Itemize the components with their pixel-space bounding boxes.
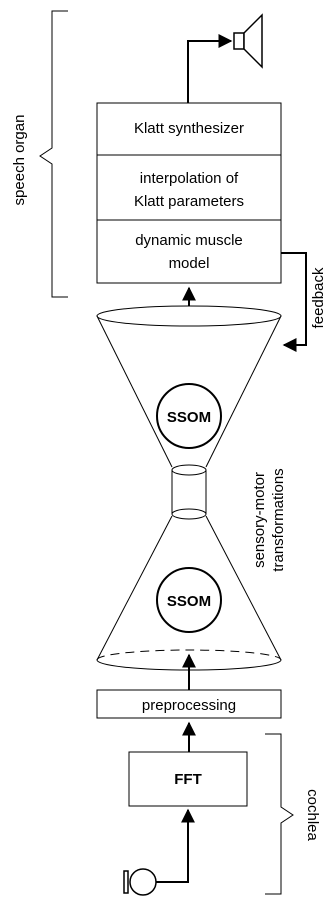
fft-label: FFT bbox=[174, 771, 202, 788]
ssom-lower-label: SSOM bbox=[167, 593, 211, 610]
speech-organ-bracket bbox=[39, 10, 68, 298]
ssom-upper-node: SSOM bbox=[156, 383, 222, 449]
transformations-label-line2: transformations bbox=[270, 468, 287, 571]
preprocessing-box bbox=[96, 689, 282, 719]
cochlea-bracket bbox=[265, 733, 294, 895]
cochlea-label: cochlea bbox=[304, 789, 321, 841]
loudspeaker-icon bbox=[233, 13, 263, 69]
feedback-arrow bbox=[281, 252, 307, 352]
output-arrow bbox=[187, 34, 233, 103]
speech-organ-stack bbox=[96, 102, 282, 284]
klatt-synthesizer-label: Klatt synthesizer bbox=[134, 120, 244, 137]
muscle-model-label-line2: model bbox=[169, 255, 210, 272]
upper-cone bbox=[96, 305, 282, 468]
interpolation-label-line1: interpolation of bbox=[140, 170, 239, 187]
fft-box bbox=[128, 751, 248, 807]
ssom-lower-node: SSOM bbox=[156, 567, 222, 633]
neck-cylinder bbox=[171, 464, 207, 520]
transformations-label-line1: sensory-motor bbox=[251, 472, 268, 568]
microphone-to-fft-arrow bbox=[156, 808, 195, 883]
ssom-upper-label: SSOM bbox=[167, 409, 211, 426]
muscle-model-label-line1: dynamic muscle bbox=[135, 232, 243, 249]
feedback-label: feedback bbox=[310, 267, 325, 328]
microphone-icon bbox=[123, 868, 157, 896]
interpolation-label-line2: Klatt parameters bbox=[134, 193, 244, 210]
preprocessing-label: preprocessing bbox=[142, 697, 236, 714]
speech-organ-label: speech organ bbox=[11, 115, 28, 206]
